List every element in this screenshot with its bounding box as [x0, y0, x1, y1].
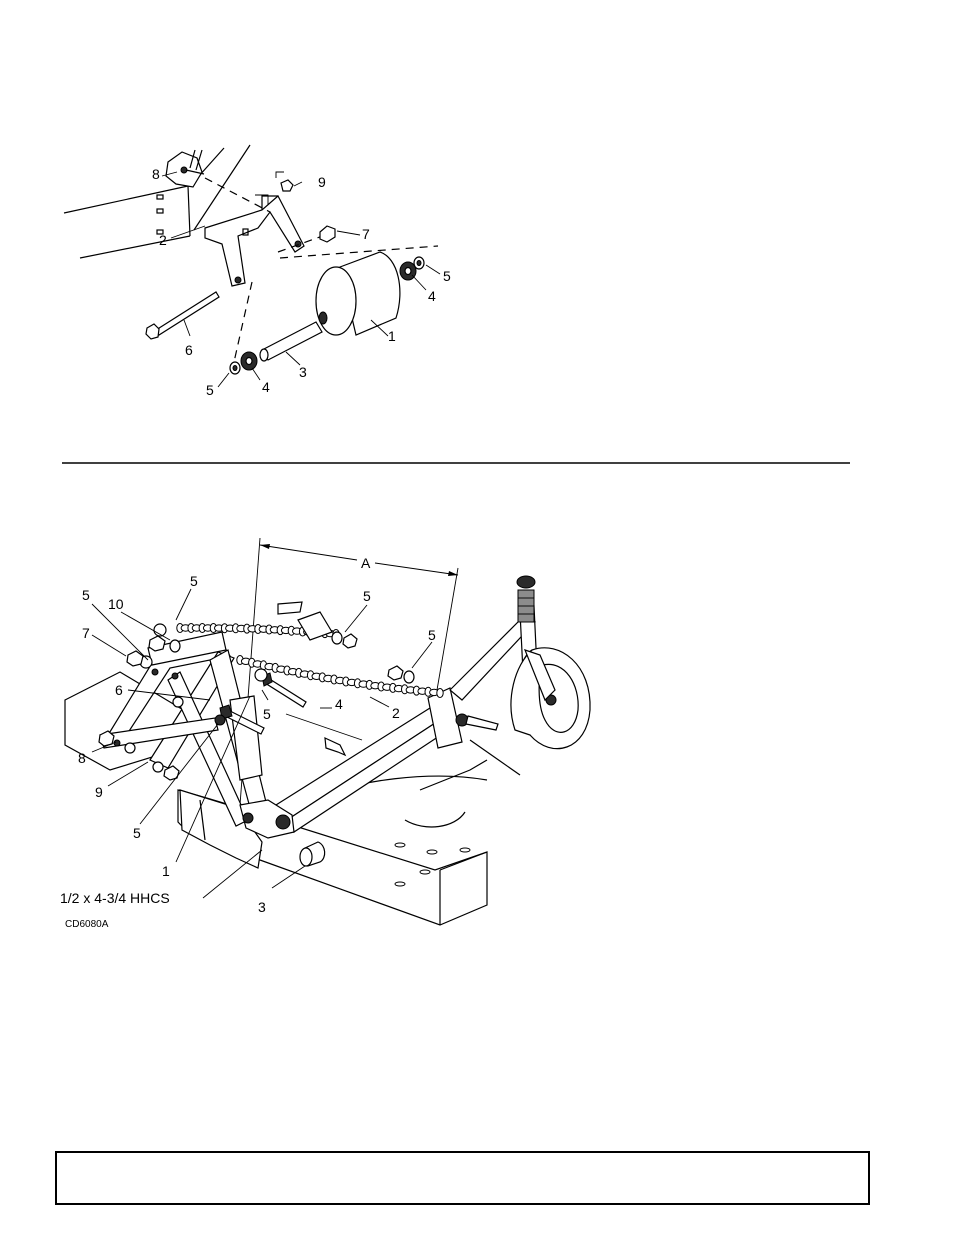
callout-8: 8 [78, 750, 86, 766]
callout-6: 6 [185, 342, 193, 358]
callout-6: 6 [115, 682, 123, 698]
bolt-8 [166, 150, 204, 187]
callout-7: 7 [362, 226, 370, 242]
callout-1: 1 [162, 863, 170, 879]
bearing-4-left [241, 352, 257, 370]
callout-5-upper-left: 5 [82, 587, 90, 603]
figure-hitch-assembly: A [60, 538, 590, 930]
drawing-code: CD6080A [65, 919, 109, 930]
callout-5-right: 5 [443, 268, 451, 284]
figure-roller-assembly: 8 9 7 2 1 5 4 6 3 4 5 [64, 145, 451, 398]
washer-5-right [414, 257, 424, 269]
callout-5-lower: 5 [133, 825, 141, 841]
callout-5-chain-end: 5 [428, 627, 436, 643]
callout-5-chain-lower: 5 [263, 706, 271, 722]
callout-5-chain-anchor: 5 [363, 588, 371, 604]
callout-4-left: 4 [262, 379, 270, 395]
nut-9 [276, 172, 293, 191]
chain-link [437, 689, 443, 698]
drawbar [240, 708, 456, 838]
bolt-4 [262, 673, 306, 707]
callout-5-top: 5 [190, 573, 198, 589]
callout-9: 9 [95, 784, 103, 800]
callout-8: 8 [152, 166, 160, 182]
callout-7: 7 [82, 625, 90, 641]
callout-10: 10 [108, 596, 124, 612]
roller-1 [316, 252, 400, 335]
callout-9: 9 [318, 174, 326, 190]
shaft-3 [260, 322, 322, 361]
callout-1: 1 [388, 328, 396, 344]
callout-2: 2 [392, 705, 400, 721]
dimension-a-label: A [361, 555, 371, 571]
stud-bolt [325, 738, 345, 755]
callout-3: 3 [299, 364, 307, 380]
bolt-6 [146, 292, 219, 339]
callout-3: 3 [258, 899, 266, 915]
callout-2: 2 [159, 232, 167, 248]
bracket-2 [205, 195, 304, 286]
washer-5-left [230, 362, 240, 374]
callout-4: 4 [335, 696, 343, 712]
hardware-note: 1/2 x 4-3/4 HHCS [60, 890, 170, 906]
footer-box [55, 1151, 870, 1205]
callout-5-left: 5 [206, 382, 214, 398]
callout-4-right: 4 [428, 288, 436, 304]
nut-7 [320, 226, 335, 242]
